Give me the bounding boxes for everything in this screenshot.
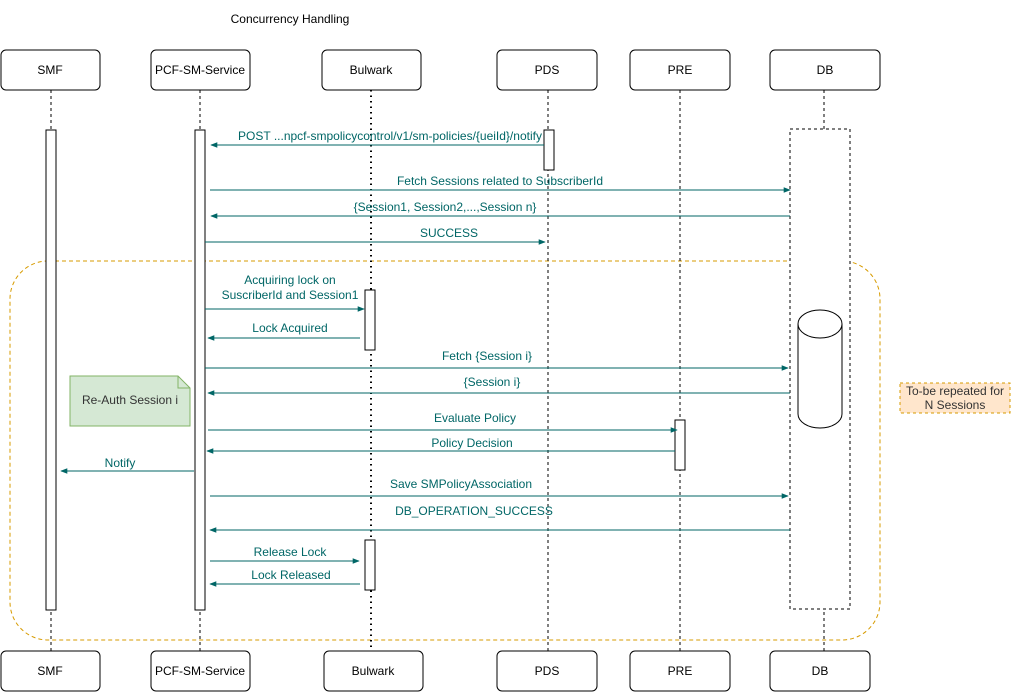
message-evaluate-policy: Evaluate Policy	[208, 411, 678, 433]
message-session-i: {Session i}	[207, 375, 790, 396]
svg-text:Fetch Sessions related to Subs: Fetch Sessions related to SubscriberId	[397, 174, 603, 188]
activation-bulwark-1	[364, 289, 376, 351]
svg-text:Acquiring lock on: Acquiring lock on	[244, 273, 335, 287]
message-post-notify: POST ...npcf-smpolicycontrol/v1/sm-polic…	[210, 129, 544, 148]
activation-pcf	[194, 129, 206, 611]
database-cylinder-icon	[797, 309, 843, 429]
participant-smf-bottom: SMF	[0, 650, 101, 692]
re-auth-note: Re-Auth Session i	[69, 375, 191, 427]
svg-text:DB: DB	[812, 664, 829, 678]
participant-bulwark-bottom: Bulwark	[323, 650, 424, 692]
svg-text:Lock Acquired: Lock Acquired	[252, 321, 327, 335]
svg-text:PCF-SM-Service: PCF-SM-Service	[155, 664, 245, 678]
repeat-annotation: To-be repeated for N Sessions	[899, 382, 1011, 414]
participant-pcf-bottom: PCF-SM-Service	[150, 650, 251, 692]
message-notify: Notify	[60, 456, 194, 474]
svg-text:DB_OPERATION_SUCCESS: DB_OPERATION_SUCCESS	[395, 504, 553, 518]
svg-text:DB: DB	[817, 63, 834, 77]
svg-text:Notify: Notify	[105, 456, 136, 470]
participant-db-top: DB	[769, 49, 881, 91]
svg-text:Policy Decision: Policy Decision	[431, 436, 512, 450]
participant-pds-bottom: PDS	[496, 650, 598, 692]
diagram-title: Concurrency Handling	[231, 12, 350, 26]
participant-bulwark-top: Bulwark	[321, 49, 422, 91]
svg-text:PDS: PDS	[535, 63, 560, 77]
svg-text:Re-Auth Session i: Re-Auth Session i	[82, 393, 178, 407]
svg-text:{Session i}: {Session i}	[464, 375, 521, 389]
participant-pre-bottom: PRE	[629, 650, 731, 692]
message-acquire-lock: Acquiring lock on SuscriberId and Sessio…	[205, 273, 365, 312]
message-fetch-session-i: Fetch {Session i}	[205, 349, 789, 371]
svg-text:Fetch {Session i}: Fetch {Session i}	[442, 349, 532, 363]
svg-text:PRE: PRE	[668, 664, 693, 678]
participant-smf-top: SMF	[0, 49, 101, 91]
participant-pds-top: PDS	[496, 49, 598, 91]
message-release-lock: Release Lock	[210, 545, 360, 564]
message-policy-decision: Policy Decision	[206, 436, 675, 454]
message-sessions-list: {Session1, Session2,...,Session n}	[210, 200, 790, 219]
svg-text:PRE: PRE	[668, 63, 693, 77]
svg-text:Release Lock: Release Lock	[254, 545, 328, 559]
svg-text:POST ...npcf-smpolicycontrol/v: POST ...npcf-smpolicycontrol/v1/sm-polic…	[238, 129, 542, 143]
participant-pcf-top: PCF-SM-Service	[150, 49, 251, 91]
message-fetch-sessions: Fetch Sessions related to SubscriberId	[210, 174, 791, 193]
message-lock-acquired: Lock Acquired	[207, 321, 360, 341]
svg-text:{Session1, Session2,...,Sessio: {Session1, Session2,...,Session n}	[354, 200, 537, 214]
activation-pds	[543, 129, 555, 171]
activation-bulwark-2	[364, 539, 376, 591]
repeat-group-region	[9, 260, 881, 641]
message-db-success: DB_OPERATION_SUCCESS	[209, 504, 790, 533]
svg-text:PDS: PDS	[535, 664, 560, 678]
svg-text:Evaluate Policy: Evaluate Policy	[434, 411, 516, 425]
svg-text:Bulwark: Bulwark	[352, 664, 396, 678]
svg-text:N Sessions: N Sessions	[925, 398, 986, 412]
participant-pre-top: PRE	[629, 49, 731, 91]
svg-text:SuscriberId and Session1: SuscriberId and Session1	[222, 288, 359, 302]
participant-db-bottom: DB	[769, 650, 871, 692]
message-save-association: Save SMPolicyAssociation	[210, 477, 789, 499]
svg-text:Bulwark: Bulwark	[350, 63, 394, 77]
svg-text:SMF: SMF	[37, 63, 62, 77]
svg-text:Lock Released: Lock Released	[251, 568, 330, 582]
activation-smf	[45, 129, 57, 611]
activation-pre	[674, 419, 686, 471]
message-success: SUCCESS	[205, 226, 546, 245]
message-lock-released: Lock Released	[209, 568, 360, 587]
svg-text:SMF: SMF	[37, 664, 62, 678]
svg-text:PCF-SM-Service: PCF-SM-Service	[155, 63, 245, 77]
svg-text:SUCCESS: SUCCESS	[420, 226, 478, 240]
svg-text:Save SMPolicyAssociation: Save SMPolicyAssociation	[390, 477, 532, 491]
svg-text:To-be repeated for: To-be repeated for	[906, 384, 1004, 398]
